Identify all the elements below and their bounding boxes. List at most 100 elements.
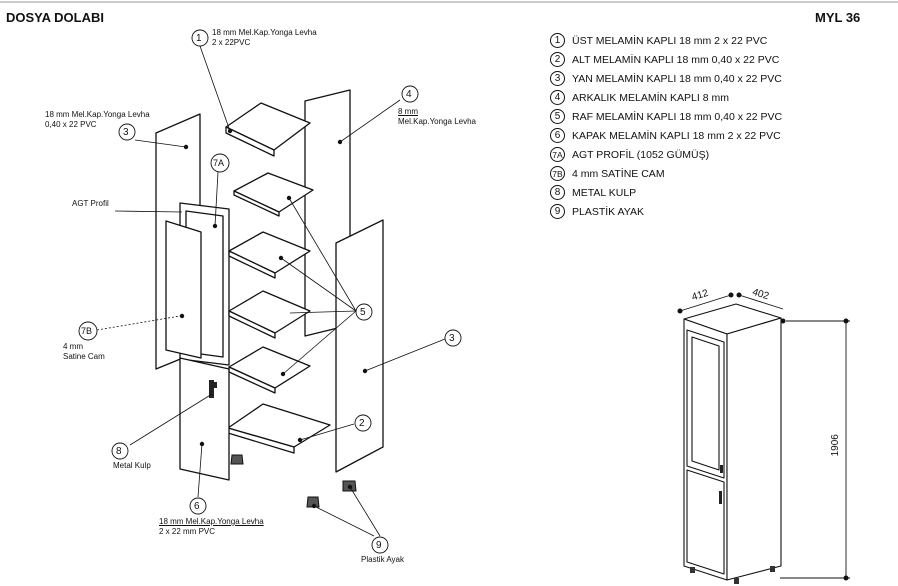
- callout-circle-3b: [444, 329, 462, 347]
- callout-number-3a: 3: [123, 127, 129, 138]
- legend-number: 5: [550, 109, 565, 124]
- legend-item: 7A AGT PROFİL (1052 GÜMÜŞ): [550, 145, 782, 164]
- dim-dot: [736, 292, 742, 298]
- leader-4: [339, 99, 401, 143]
- leader-dot: [280, 371, 286, 377]
- cabinet-foot: [734, 578, 739, 584]
- legend-item: 3 YAN MELAMİN KAPLI 18 mm 0,40 x 22 PVC: [550, 69, 782, 88]
- legend-text: PLASTİK AYAK: [572, 205, 644, 218]
- legend-text: AGT PROFİL (1052 GÜMÜŞ): [572, 148, 710, 161]
- legend-number: 7B: [550, 166, 565, 181]
- callout-number-6: 6: [194, 501, 200, 512]
- right-side-panel: [335, 219, 384, 473]
- callout-circle-4: [401, 85, 419, 103]
- leader-5c: [289, 310, 357, 314]
- legend-text: ALT MELAMİN KAPLI 18 mm 0,40 x 22 PVC: [572, 53, 780, 66]
- leader-dot: [212, 223, 218, 229]
- leader-5a: [288, 197, 357, 312]
- glass-pane: [165, 220, 202, 359]
- leader-dot: [337, 139, 343, 145]
- shelf-3: [228, 290, 311, 334]
- callout-4-line1: 8 mm: [398, 107, 418, 116]
- shelf-1-edge: [233, 190, 280, 217]
- dim-dot: [843, 575, 849, 581]
- callout-circle-2: [354, 414, 372, 432]
- callout-number-4: 4: [406, 89, 412, 100]
- top-panel: [225, 102, 311, 151]
- legend-item: 9 PLASTİK AYAK: [550, 202, 782, 221]
- cabinet-glass-inner: [691, 336, 720, 471]
- legend-number: 4: [550, 90, 565, 105]
- leader-dot: [278, 255, 284, 261]
- shelf-2: [228, 231, 311, 274]
- legend-text: RAF MELAMİN KAPLI 18 mm 0,40 x 22 PVC: [572, 110, 783, 123]
- legend-text: METAL KULP: [572, 186, 637, 199]
- plastic-foot-2: [306, 496, 320, 508]
- leader-dot: [286, 195, 292, 201]
- callout-9-line1: Plastik Ayak: [361, 555, 404, 564]
- shelf-1: [233, 172, 314, 213]
- agt-profile-label: AGT Profil: [72, 199, 109, 208]
- shelf-3-edge: [228, 310, 276, 339]
- legend-item: 7B 4 mm SATİNE CAM: [550, 164, 782, 183]
- leader-1: [199, 45, 231, 132]
- shelf-2-edge: [228, 250, 276, 279]
- bottom-panel: [227, 403, 331, 448]
- callout-7b-line2: Satine Cam: [63, 352, 105, 361]
- legend-text: ÜST MELAMİN KAPLI 18 mm 2 x 22 PVC: [572, 34, 768, 47]
- callout-1-line2: 2 x 22PVC: [212, 38, 251, 47]
- callout-number-5: 5: [360, 307, 366, 318]
- door-handle-top: [214, 382, 217, 388]
- legend-number: 3: [550, 71, 565, 86]
- cabinet-handle: [719, 491, 722, 504]
- dim-depth-line: [738, 294, 784, 310]
- leader-9a: [313, 505, 375, 537]
- leader-dot: [227, 128, 233, 134]
- plastic-foot-1: [230, 454, 244, 465]
- drawing-title: DOSYA DOLABI: [6, 10, 104, 25]
- legend-number: 8: [550, 185, 565, 200]
- leader-6: [197, 443, 203, 498]
- callout-4-line2: Mel.Kap.Yonga Levha: [398, 117, 476, 126]
- callout-number-3b: 3: [449, 333, 455, 344]
- callout-number-7b: 7B: [81, 326, 93, 336]
- dim-dot: [843, 318, 849, 324]
- dim-width-line: [679, 294, 732, 312]
- dim-dot: [677, 308, 683, 314]
- callout-circle-5: [355, 303, 373, 321]
- callout-6-line1: 18 mm Mel.Kap.Yonga Levha: [159, 517, 264, 526]
- callout-6-line2: 2 x 22 mm PVC: [159, 527, 216, 536]
- dimension-height: 1906: [829, 434, 841, 457]
- callout-1-line1: 18 mm Mel.Kap.Yonga Levha: [212, 28, 317, 37]
- legend-text: YAN MELAMİN KAPLI 18 mm 0,40 x 22 PVC: [572, 72, 782, 85]
- leader-8: [129, 393, 213, 446]
- model-code: MYL 36: [815, 10, 861, 25]
- callout-circle-1: [191, 29, 209, 47]
- legend-item: 8 METAL KULP: [550, 183, 782, 202]
- leader-dot: [183, 144, 189, 150]
- legend-number: 9: [550, 204, 565, 219]
- dim-dot: [780, 318, 786, 324]
- leader-dot: [199, 441, 205, 447]
- legend-number: 6: [550, 128, 565, 143]
- leader-5d: [282, 310, 357, 375]
- callout-number-1: 1: [196, 33, 202, 44]
- top-panel-edge: [225, 126, 275, 157]
- leader-dot: [297, 437, 303, 443]
- leader-3b: [364, 338, 446, 372]
- callout-number-2: 2: [359, 418, 365, 429]
- legend-number: 7A: [550, 147, 565, 162]
- lower-door: [179, 357, 230, 481]
- leader-9b: [349, 486, 381, 537]
- callout-circle-3a: [118, 123, 136, 141]
- legend-text: 4 mm SATİNE CAM: [572, 167, 665, 180]
- cabinet-lower-door: [686, 469, 725, 575]
- callout-3a-line2: 0,40 x 22 PVC: [45, 120, 97, 129]
- leader-5b: [280, 257, 357, 312]
- callout-7b-line1: 4 mm: [63, 342, 83, 351]
- leader-dot: [362, 368, 368, 374]
